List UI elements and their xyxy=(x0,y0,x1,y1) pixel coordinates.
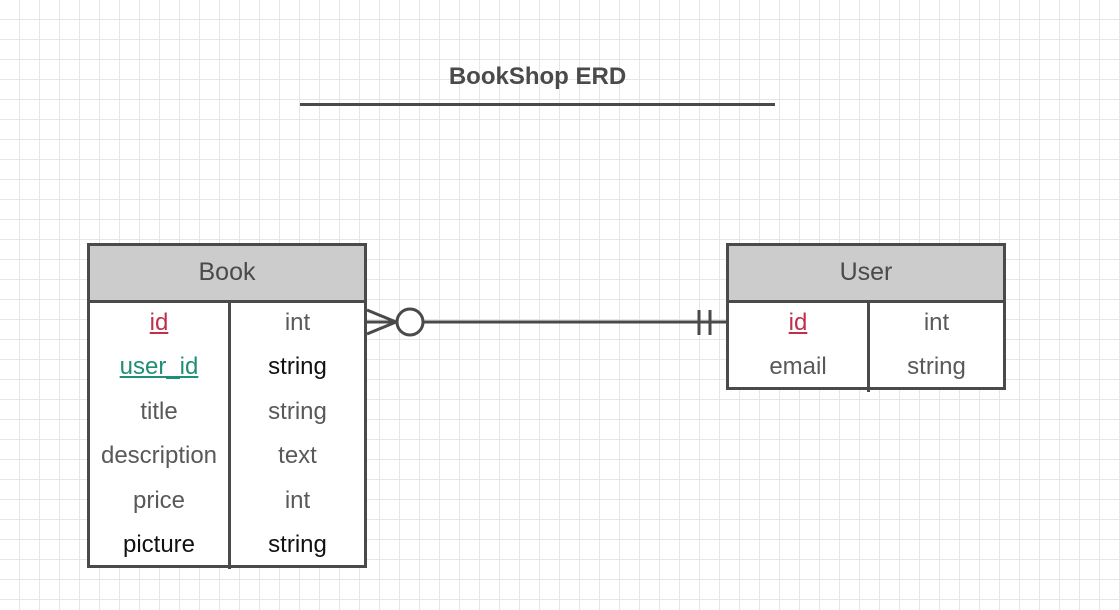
book-field-id: id xyxy=(149,309,169,336)
diagram-title: BookShop ERD xyxy=(448,63,627,90)
book-field-user-id: user_id xyxy=(119,353,199,381)
book-field-price: price xyxy=(132,486,186,514)
book-type-price: int xyxy=(284,486,311,514)
entity-book-header: Book xyxy=(90,246,364,303)
crows-foot-upper xyxy=(366,308,397,324)
book-type-user-id: string xyxy=(268,353,327,381)
book-type-title: string xyxy=(268,397,327,425)
entity-user-header: User xyxy=(729,246,1003,303)
book-field-types: int string string text int string xyxy=(231,303,364,569)
title-underline xyxy=(300,103,775,106)
entity-book-body: id user_id title description price pictu… xyxy=(90,303,364,570)
user-field-id: id xyxy=(788,309,808,336)
user-type-id: int xyxy=(923,309,950,336)
crows-foot-lower xyxy=(366,320,397,336)
book-type-picture: string xyxy=(268,530,327,558)
book-field-picture: picture xyxy=(122,530,196,558)
user-field-types: int string xyxy=(870,303,1003,392)
book-field-description: description xyxy=(100,442,218,470)
user-type-email: string xyxy=(907,353,966,381)
book-type-id: int xyxy=(284,309,311,336)
user-field-email: email xyxy=(769,353,827,381)
book-type-description: text xyxy=(278,442,317,470)
zero-cardinality-circle xyxy=(395,307,425,337)
book-field-names: id user_id title description price pictu… xyxy=(90,303,231,570)
entity-user-body: id email int string xyxy=(729,303,1003,392)
user-field-names: id email xyxy=(729,303,870,392)
entity-user[interactable]: User id email int string xyxy=(726,243,1006,392)
book-field-title: title xyxy=(140,397,178,425)
entity-book[interactable]: Book id user_id title description price … xyxy=(87,243,367,570)
